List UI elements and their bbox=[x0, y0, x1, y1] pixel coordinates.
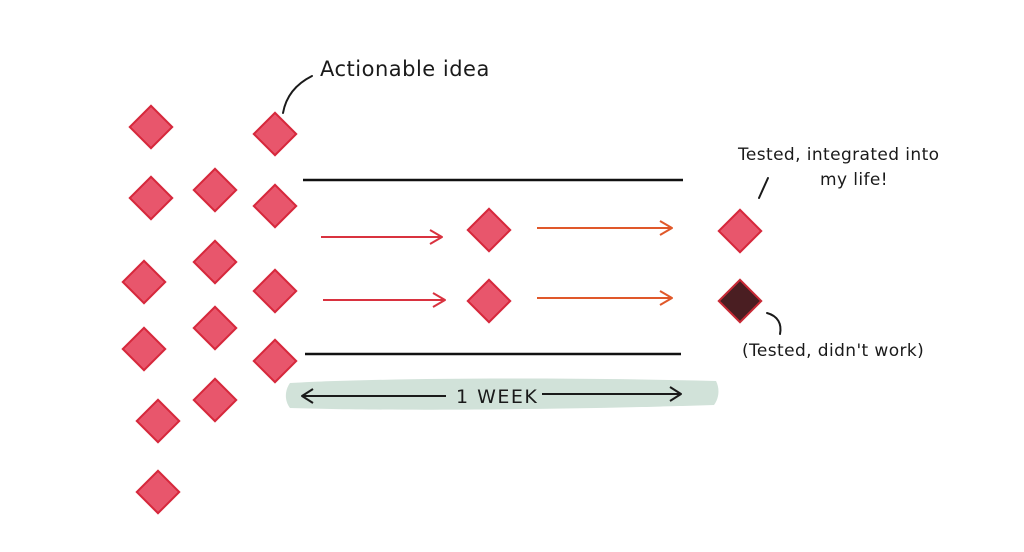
idea-diamond bbox=[192, 167, 238, 213]
week-arrow-left bbox=[301, 388, 446, 404]
actionable-idea-label: Actionable idea bbox=[320, 57, 490, 81]
idea-backlog bbox=[121, 104, 298, 515]
idea-diamond bbox=[192, 239, 238, 285]
idea-diamond bbox=[121, 326, 167, 372]
idea-diamond bbox=[135, 398, 181, 444]
idea-diamond bbox=[135, 469, 181, 515]
week-arrow-right bbox=[542, 386, 682, 402]
idea-diamond bbox=[192, 377, 238, 423]
idea-diamond-failed bbox=[717, 278, 763, 324]
idea-diamond bbox=[252, 111, 298, 157]
failure-pointer bbox=[766, 312, 782, 335]
success-pointer bbox=[758, 177, 769, 199]
actionable-idea-pointer bbox=[282, 75, 313, 114]
test-lane-2 bbox=[323, 278, 763, 324]
arrow-to-test bbox=[323, 292, 446, 308]
idea-diamond-in-test bbox=[466, 278, 512, 324]
idea-diamond-success bbox=[717, 208, 763, 254]
test-lane-1 bbox=[321, 207, 763, 254]
idea-diamond-in-test bbox=[466, 207, 512, 253]
idea-diamond bbox=[252, 183, 298, 229]
idea-diamond bbox=[252, 338, 298, 384]
idea-diamond bbox=[128, 175, 174, 221]
week-label: 1 WEEK bbox=[456, 386, 538, 408]
actionable-idea-annotation: Actionable idea bbox=[282, 57, 490, 114]
failure-annotation: (Tested, didn't work) bbox=[742, 312, 924, 361]
arrow-to-outcome bbox=[537, 220, 673, 236]
arrow-to-test bbox=[321, 229, 443, 245]
arrow-to-outcome bbox=[537, 290, 673, 306]
idea-diamond bbox=[192, 305, 238, 351]
idea-diamond bbox=[121, 259, 167, 305]
week-highlight-band bbox=[285, 378, 719, 410]
success-annotation: Tested, integrated into my life! bbox=[737, 145, 939, 199]
duration-indicator: 1 WEEK bbox=[285, 378, 719, 410]
success-label-line1: Tested, integrated into bbox=[737, 145, 939, 165]
idea-diamond bbox=[128, 104, 174, 150]
failure-label: (Tested, didn't work) bbox=[742, 341, 924, 361]
idea-diamond bbox=[252, 268, 298, 314]
success-label-line2: my life! bbox=[820, 170, 888, 190]
